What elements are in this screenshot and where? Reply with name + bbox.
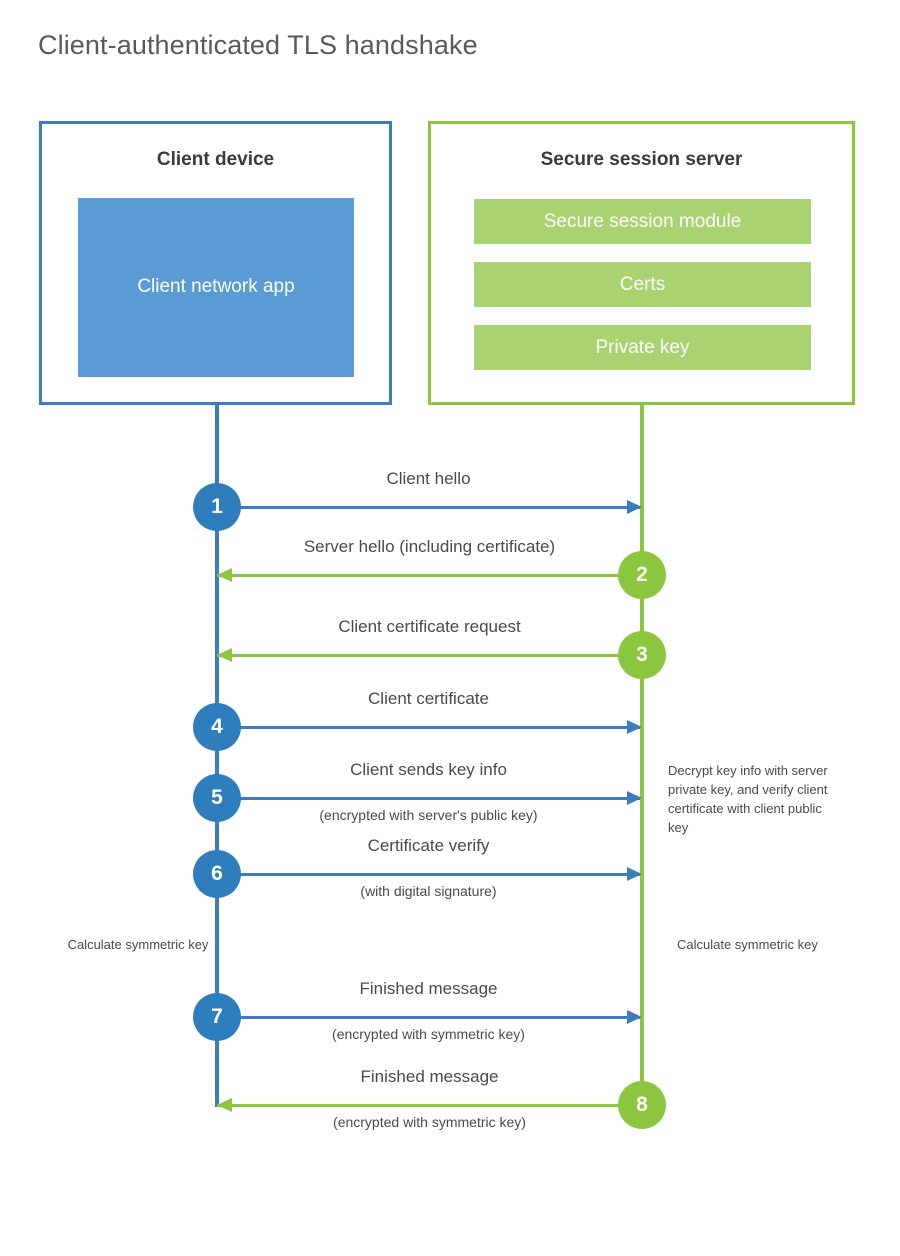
arrow-left-icon — [217, 1098, 232, 1112]
message-1-label: Client hello — [386, 469, 471, 488]
server-item-private-key: Private key — [474, 325, 811, 370]
message-7-sublabel: (encrypted with symmetric key) — [332, 1026, 525, 1042]
step-badge-4: 4 — [193, 703, 241, 751]
message-8-sublabel: (encrypted with symmetric key) — [333, 1114, 526, 1130]
message-4-label: Client certificate — [368, 689, 489, 708]
client-device-box: Client device Client network app — [39, 121, 392, 405]
step-badge-5: 5 — [193, 774, 241, 822]
secure-session-server-title: Secure session server — [540, 149, 743, 170]
message-6-line — [217, 873, 640, 876]
arrow-right-icon — [627, 867, 642, 881]
server-item-secure-session-module: Secure session module — [474, 199, 811, 244]
message-5-label: Client sends key info — [350, 760, 507, 779]
message-5-line — [217, 797, 640, 800]
server-item-certs: Certs — [474, 262, 811, 307]
message-6-sublabel: (with digital signature) — [360, 883, 497, 899]
note-client-calculate-symmetric-key: Calculate symmetric key — [67, 937, 209, 952]
step-badge-7: 7 — [193, 993, 241, 1041]
message-3-line — [217, 654, 642, 657]
client-network-app-block: Client network app — [78, 198, 354, 377]
client-device-title: Client device — [156, 149, 275, 170]
message-6-label: Certificate verify — [367, 836, 490, 855]
note-server-decrypt-key-info: Decrypt key info with server private key… — [668, 763, 828, 835]
message-2-label: Server hello (including certificate) — [303, 537, 556, 556]
arrow-left-icon — [217, 648, 232, 662]
page-title: Client-authenticated TLS handshake — [38, 30, 478, 60]
message-8-label: Finished message — [360, 1067, 499, 1086]
step-badge-2: 2 — [618, 551, 666, 599]
client-lifeline — [215, 405, 219, 1107]
arrow-right-icon — [627, 500, 642, 514]
arrow-left-icon — [217, 568, 232, 582]
message-2-line — [217, 574, 642, 577]
note-server-calculate-symmetric-key: Calculate symmetric key — [677, 937, 818, 952]
server-lifeline — [640, 405, 644, 1105]
arrow-right-icon — [627, 720, 642, 734]
arrow-right-icon — [627, 791, 642, 805]
message-5-sublabel: (encrypted with server's public key) — [319, 807, 538, 823]
message-3-label: Client certificate request — [338, 617, 521, 636]
message-1-line — [217, 506, 640, 509]
step-badge-1: 1 — [193, 483, 241, 531]
step-badge-3: 3 — [618, 631, 666, 679]
secure-session-server-box: Secure session server Secure session mod… — [428, 121, 855, 405]
arrow-right-icon — [627, 1010, 642, 1024]
message-7-label: Finished message — [359, 979, 498, 998]
step-badge-8: 8 — [618, 1081, 666, 1129]
message-7-line — [217, 1016, 640, 1019]
message-4-line — [217, 726, 640, 729]
step-badge-6: 6 — [193, 850, 241, 898]
message-8-line — [217, 1104, 642, 1107]
